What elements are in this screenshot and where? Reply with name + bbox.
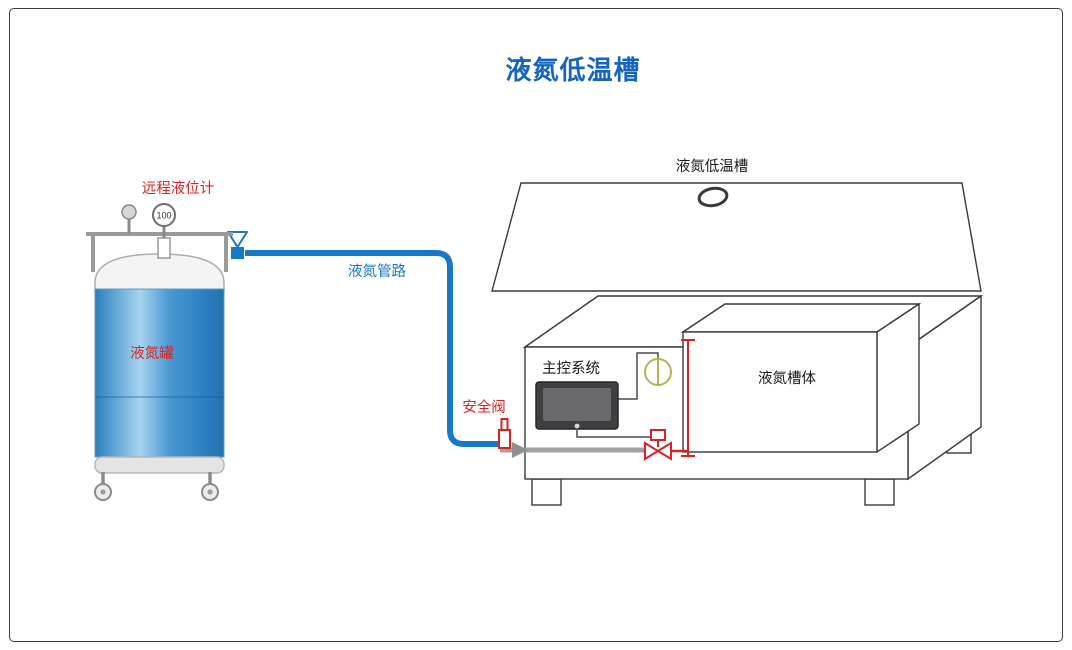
tank-body xyxy=(94,288,225,458)
valve-bowtie-left xyxy=(644,441,660,461)
label-remote-level-gauge: 远程液位计 xyxy=(142,180,215,197)
ln2-tank: 100 xyxy=(86,203,233,501)
tank-dome xyxy=(94,253,225,292)
label-safety-valve: 安全阀 xyxy=(462,398,506,416)
lid-handle-hole xyxy=(697,186,729,208)
wire-screen-to-valve xyxy=(576,430,650,438)
tank-base xyxy=(94,456,225,474)
label-cryobath: 液氮低温槽 xyxy=(676,158,749,175)
valve-actuator xyxy=(650,429,666,441)
lid xyxy=(491,182,982,292)
screen-display xyxy=(543,388,611,421)
wheel-left-hub xyxy=(100,489,106,495)
leg-front-right xyxy=(864,478,895,506)
leg-front-left xyxy=(531,478,562,506)
safety-valve-cap xyxy=(500,418,509,431)
screen-button xyxy=(574,423,580,429)
gauge-value: 100 xyxy=(156,211,171,221)
vent-knob-icon xyxy=(121,204,137,220)
pump-symbol xyxy=(644,358,672,386)
level-gauge-dial-icon xyxy=(152,203,176,227)
tank-outlet-valve xyxy=(227,231,248,259)
wheels xyxy=(94,472,219,501)
tank-frame xyxy=(86,232,233,272)
control-wiring xyxy=(576,352,659,438)
labels: 远程液位计 液氮罐 液氮管路 安全阀 液氮低温槽 主控系统 液氮槽体 xyxy=(130,158,816,416)
label-control-system: 主控系统 xyxy=(542,360,600,377)
label-ln2-pipeline: 液氮管路 xyxy=(348,263,406,280)
safety-valve xyxy=(498,418,511,449)
safety-valve-body xyxy=(498,429,511,449)
diagram-title: 液氮低温槽 xyxy=(505,55,641,85)
dip-tube xyxy=(670,339,695,457)
wire-screen-to-pump xyxy=(618,352,659,400)
cryobath xyxy=(491,182,984,506)
inner-tank xyxy=(680,302,922,454)
lid-panel xyxy=(491,182,982,292)
flow-arrow-icon xyxy=(512,442,528,458)
inner-tank-front-face xyxy=(682,331,878,453)
feed-pipe-gray xyxy=(500,442,650,458)
control-screen xyxy=(535,381,619,430)
ln2-pipe xyxy=(245,250,500,447)
label-ln2-tank: 液氮罐 xyxy=(130,345,174,362)
outlet-valve-port xyxy=(231,247,244,259)
wheel-right-hub xyxy=(207,489,213,495)
tank-neck xyxy=(157,237,171,259)
label-tank-body: 液氮槽体 xyxy=(758,370,816,387)
